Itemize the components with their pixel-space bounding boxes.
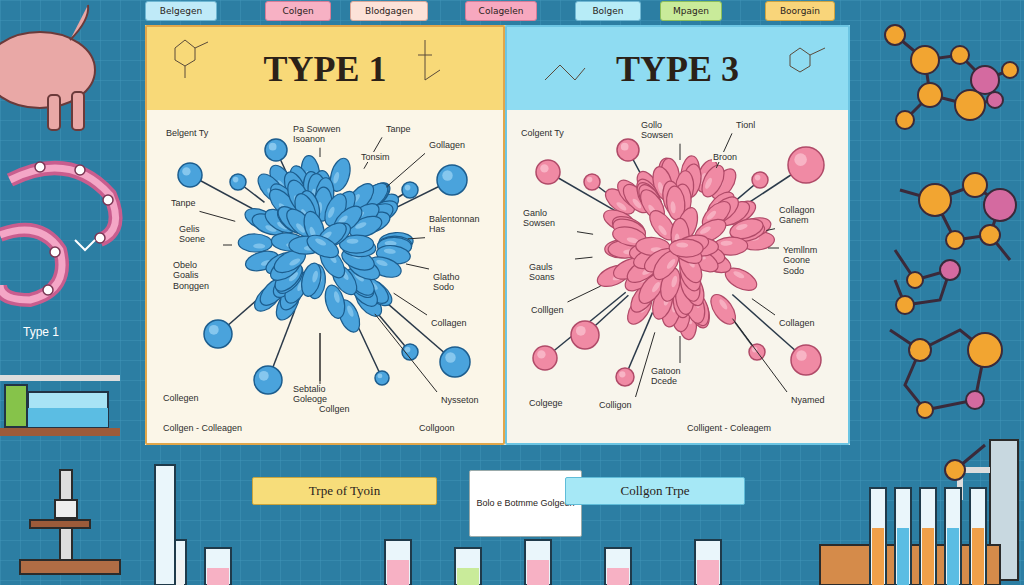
leader-line [577, 232, 593, 235]
callout-label: Colligon [598, 400, 633, 410]
callout-label: Collgen [318, 404, 351, 414]
callout-label: Gauls Soans [528, 262, 572, 283]
pig-figure [0, 5, 95, 130]
type-panel: TYPE 3 [505, 25, 850, 445]
leader-line [394, 293, 427, 315]
leader-line [406, 264, 429, 269]
header-tab: Colagelen [465, 1, 537, 21]
header-tab: Mpagen [660, 1, 722, 21]
retort-stand [20, 470, 120, 574]
callout-label: Gelis Soene [178, 224, 220, 245]
lab-stand [820, 440, 1018, 585]
caption-label: Belgent Ty [165, 128, 209, 138]
callout-label: Colllgen [530, 305, 565, 315]
type-panel: TYPE 1 [145, 25, 505, 445]
header-tab: Colgen [265, 1, 331, 21]
molecule-models [890, 35, 1010, 470]
node-text: Blodgagen [365, 6, 413, 16]
leader-line [636, 332, 655, 397]
leader-line [320, 333, 321, 401]
callout-label: Nysseton [440, 395, 480, 405]
header-tab: Belgegen [145, 1, 217, 21]
caption-label: Collgen - Colleagen [162, 423, 243, 433]
panel-fills [145, 25, 850, 445]
callout-label: Glatho Sodo [432, 272, 474, 293]
callout-label: Gollagen [428, 140, 466, 150]
leader-line [680, 144, 681, 160]
node-text: Mpagen [673, 6, 709, 16]
panel-body [145, 25, 505, 445]
header-tab: Blodgagen [350, 1, 428, 21]
node-text: Bolgen [592, 6, 623, 16]
leader-line [200, 211, 236, 221]
leader-line [386, 153, 425, 187]
callout-label: Collagen [430, 318, 468, 328]
caption-box: Trpe of Tyoin [252, 477, 437, 505]
leader-line [320, 148, 321, 157]
callout-label: Nyamed [790, 395, 826, 405]
leader-lines [200, 133, 787, 401]
caption-label: Collegen [162, 393, 200, 403]
leader-line [575, 257, 592, 259]
callout-label: Sebtalio Goleoge [292, 384, 346, 405]
node-text: Colgen [282, 6, 313, 16]
node-text: TYPE 3 [507, 27, 848, 111]
fibre-ring [0, 162, 116, 300]
caption-label: Collgoon [418, 423, 456, 433]
leader-line [766, 229, 775, 231]
leader-line [568, 286, 601, 302]
callout-label: Gatoon Dcede [650, 366, 702, 387]
callout-label: Tionl [735, 120, 756, 130]
callout-label: Tanpe [170, 198, 197, 208]
leader-line [408, 238, 425, 239]
leader-line [732, 319, 787, 392]
callout-label: Tonsim [360, 152, 391, 162]
callout-label: Balentonnan Has [428, 214, 490, 235]
caption-label: Colligent - Coleagem [686, 423, 798, 433]
node-text: Boorgain [780, 6, 820, 16]
callout-label: Pa Sowwen Isoanon [292, 124, 352, 145]
leader-line [768, 248, 779, 249]
node-text: Trpe of Tyoin [309, 483, 380, 499]
header-tab: Boorgain [765, 1, 835, 21]
callout-label: Ganlo Sowsen [522, 208, 574, 229]
node-text: Colagelen [479, 6, 524, 16]
callout-label: Collagen [778, 318, 816, 328]
caption-label: Colgent Ty [520, 128, 565, 138]
leader-line [223, 245, 232, 246]
header-tab: Bolgen [575, 1, 641, 21]
test-tubes [155, 465, 986, 585]
callout-label: Collagon Ganem [778, 205, 835, 226]
leader-line [375, 314, 437, 392]
panel-body [505, 25, 850, 445]
node-text: Bolo e Botmme Golgeen [476, 498, 574, 508]
node-text: Belgegen [160, 6, 202, 16]
leader-line [680, 336, 681, 363]
leader-line [752, 299, 775, 315]
leader-line [364, 137, 382, 168]
caption-label: Colgege [528, 398, 564, 408]
molecule-atoms [885, 25, 1018, 480]
callout-label: Gollo Sowsen [640, 120, 692, 141]
callout-label: Yemllnm Goone Sodo [782, 245, 834, 276]
leader-line [716, 133, 732, 168]
callout-label: Broon [712, 152, 738, 162]
collagen-clusters [178, 139, 824, 394]
shelf [0, 375, 120, 436]
caption-label: Type 1 [22, 326, 60, 340]
panel-header [505, 25, 850, 110]
node-text: TYPE 1 [147, 27, 503, 111]
node-text: Collgon Trpe [621, 483, 690, 499]
callout-label: Tanpe [385, 124, 412, 134]
caption-box: Collgon Trpe [565, 477, 745, 505]
panel-header [145, 25, 505, 110]
callout-label: Obelo Goalis Bonggen [172, 260, 224, 291]
